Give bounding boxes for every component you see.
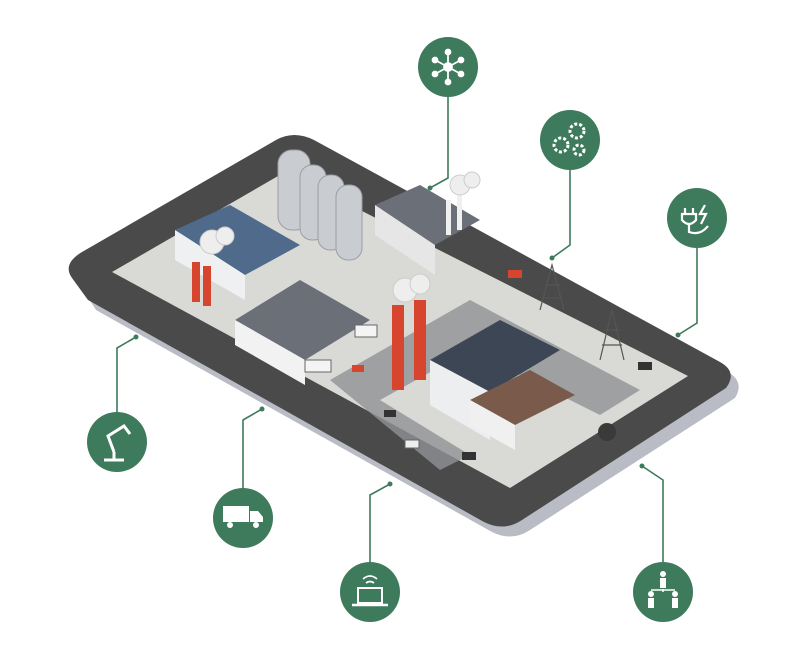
connector-lines: [116, 97, 698, 562]
road: [330, 300, 640, 470]
chimneys: [192, 195, 462, 390]
team-hierarchy-icon[interactable]: [633, 562, 693, 622]
home-button[interactable]: [598, 423, 616, 441]
robotic-arm-icon[interactable]: [87, 412, 147, 472]
vehicles: [304, 270, 652, 460]
power-plug-icon[interactable]: [667, 188, 727, 248]
delivery-truck-icon[interactable]: [213, 488, 273, 548]
wireless-laptop-icon[interactable]: [340, 562, 400, 622]
network-nodes-icon[interactable]: [418, 37, 478, 97]
silos: [277, 149, 363, 261]
connector-dots: [133, 185, 681, 487]
smoke: [199, 171, 481, 303]
power-pylons: [539, 262, 625, 361]
gears-icon[interactable]: [540, 110, 600, 170]
warehouses: [175, 185, 575, 450]
